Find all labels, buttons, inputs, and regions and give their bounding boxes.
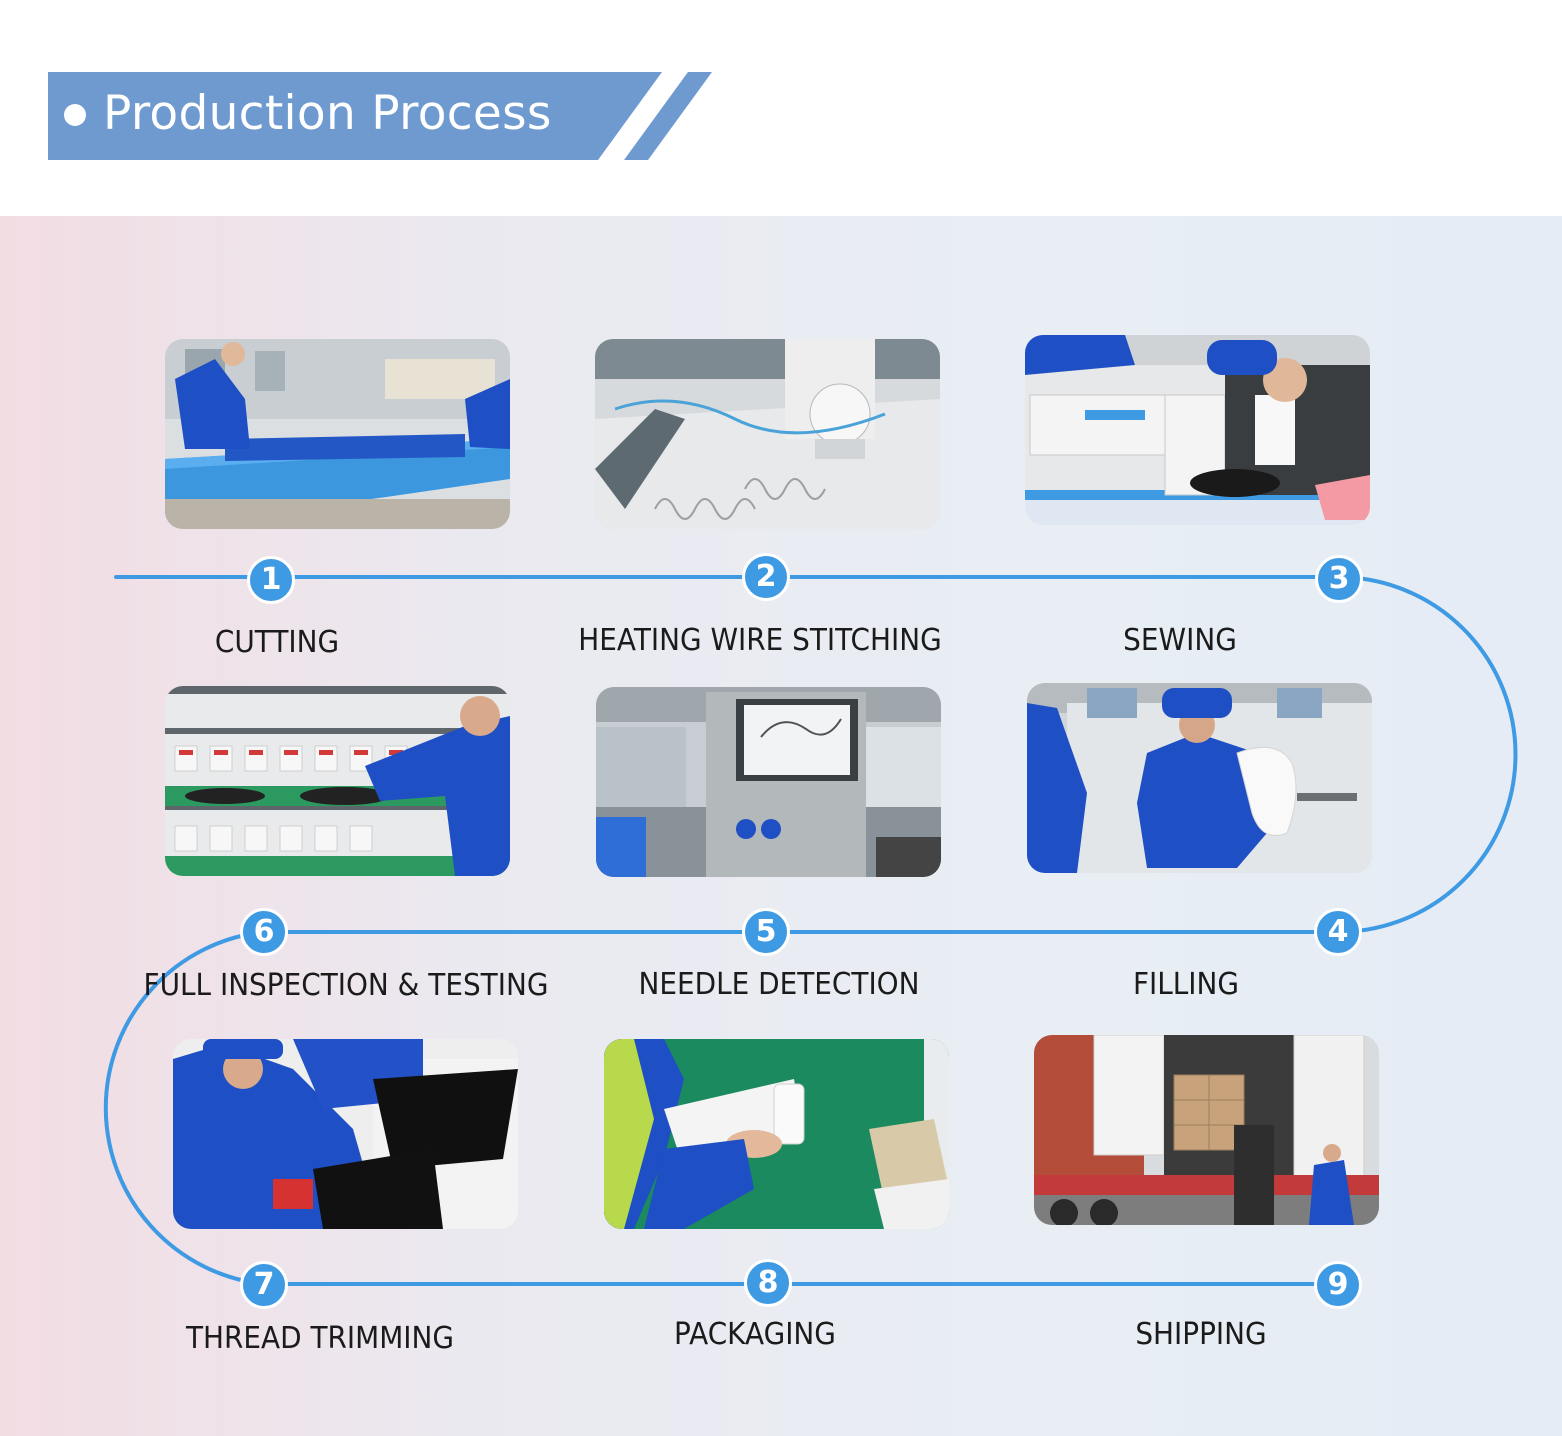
fabric-cutting-table-photo <box>165 339 510 529</box>
step-number-badge: 8 <box>744 1259 792 1307</box>
thread-trimming-workers-photo <box>173 1039 518 1229</box>
banner-shape <box>48 72 712 160</box>
step-label: NEEDLE DETECTION <box>638 967 920 1002</box>
step-number-badge: 2 <box>742 553 790 601</box>
packaging-photo <box>604 1039 949 1229</box>
step-number-badge: 7 <box>240 1261 288 1309</box>
page-title: Production Process <box>103 86 552 141</box>
step-label: FILLING <box>1132 967 1240 1002</box>
process-flow: 1 2 3 4 5 6 7 8 9 CUTTING HEATING WIRE S… <box>0 216 1562 1436</box>
step-number-badge: 6 <box>240 908 288 956</box>
header-banner: Production Process <box>0 0 1562 216</box>
process-track <box>103 575 1518 1286</box>
shipping-container-photo <box>1034 1035 1379 1225</box>
step-label: THREAD TRIMMING <box>185 1321 454 1356</box>
step-label: FULL INSPECTION & TESTING <box>143 968 549 1003</box>
automatic-stitching-machine-photo <box>595 339 940 529</box>
needle-detector-photo <box>596 687 941 877</box>
sewing-machine-photo <box>1025 335 1370 525</box>
step-number-badge: 3 <box>1315 555 1363 603</box>
step-number-badge: 4 <box>1314 908 1362 956</box>
step-number-badge: 5 <box>742 908 790 956</box>
step-label: CUTTING <box>214 625 340 660</box>
step-number-badge: 1 <box>247 556 295 604</box>
testing-rack-photo <box>165 686 510 876</box>
bullet-icon <box>64 104 86 126</box>
step-label: SHIPPING <box>1135 1317 1267 1352</box>
step-label: HEATING WIRE STITCHING <box>578 623 942 658</box>
filling-machine-photo <box>1027 683 1372 873</box>
step-number-badge: 9 <box>1314 1261 1362 1309</box>
step-label: PACKAGING <box>674 1317 836 1352</box>
step-label: SEWING <box>1123 623 1237 658</box>
